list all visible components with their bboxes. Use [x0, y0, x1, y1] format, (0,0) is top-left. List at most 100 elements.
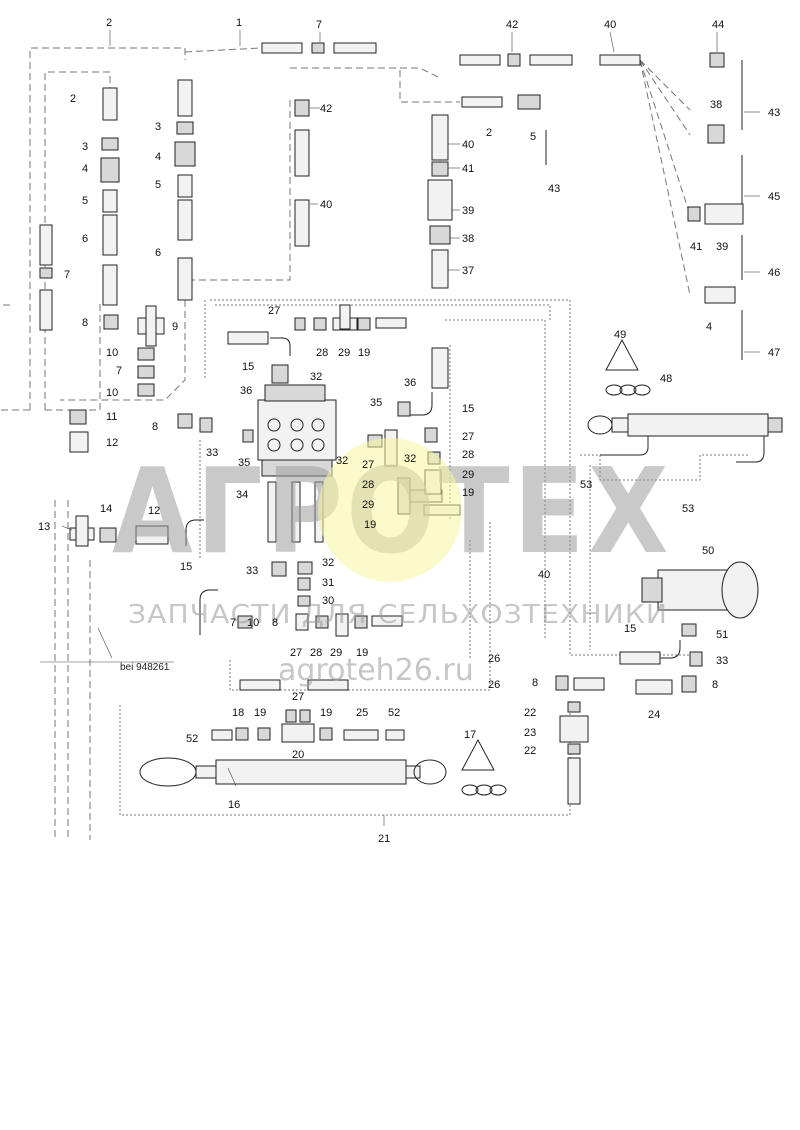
part-callouts: 1 2 2 2 3 3 4 4 4 5 5 5 6 6 7 7 7 7 8 8 …: [38, 17, 780, 845]
callout-51: 51: [716, 629, 728, 641]
callout-2: 2: [106, 17, 112, 29]
callout-27: 27: [290, 647, 302, 659]
callout-31: 31: [322, 577, 334, 589]
callout-39: 39: [462, 205, 474, 217]
callout-16: 16: [228, 799, 240, 811]
callout-15: 15: [624, 623, 636, 635]
callout-25: 25: [356, 707, 368, 719]
callout-7: 7: [64, 269, 70, 281]
callout-42: 42: [506, 19, 518, 31]
watermark-tagline: ЗАПЧАСТИ ДЛЯ СЕЛЬХОЗТЕХНИКИ: [128, 600, 668, 630]
callout-29: 29: [362, 499, 374, 511]
callout-35: 35: [238, 457, 250, 469]
callout-40: 40: [462, 139, 474, 151]
callout-40: 40: [320, 199, 332, 211]
callout-19: 19: [356, 647, 368, 659]
callout-22: 22: [524, 745, 536, 757]
callout-52: 52: [388, 707, 400, 719]
callout-8: 8: [272, 617, 278, 629]
callout-10: 10: [106, 347, 118, 359]
callout-19: 19: [320, 707, 332, 719]
callout-12: 12: [106, 437, 118, 449]
callout-13: 13: [38, 521, 50, 533]
callout-44: 44: [712, 19, 724, 31]
callout-2: 2: [486, 127, 492, 139]
callout-46: 46: [768, 267, 780, 279]
callout-8: 8: [82, 317, 88, 329]
reference-label: bei 948261: [120, 662, 170, 673]
callout-28: 28: [362, 479, 374, 491]
callout-36: 36: [240, 385, 252, 397]
callout-14: 14: [100, 503, 112, 515]
callout-43: 43: [768, 107, 780, 119]
callout-30: 30: [322, 595, 334, 607]
callout-28: 28: [310, 647, 322, 659]
reference-arrow: bei 948261: [40, 627, 174, 673]
callout-28: 28: [316, 347, 328, 359]
callout-4: 4: [706, 321, 712, 333]
callout-15: 15: [180, 561, 192, 573]
callout-50: 50: [702, 545, 714, 557]
callout-23: 23: [524, 727, 536, 739]
callout-53: 53: [682, 503, 694, 515]
callout-21: 21: [378, 833, 390, 845]
hydraulic-parts: [39, 42, 783, 805]
callout-34: 34: [236, 489, 248, 501]
callout-2: 2: [70, 93, 76, 105]
callout-10: 10: [106, 387, 118, 399]
callout-8: 8: [532, 677, 538, 689]
callout-6: 6: [82, 233, 88, 245]
callout-26: 26: [488, 653, 500, 665]
callout-7: 7: [316, 19, 322, 31]
callout-4: 4: [82, 163, 88, 175]
callout-39: 39: [716, 241, 728, 253]
callout-8: 8: [152, 421, 158, 433]
callout-32: 32: [310, 371, 322, 383]
callout-10: 10: [247, 617, 259, 629]
callout-40: 40: [538, 569, 550, 581]
callout-19: 19: [358, 347, 370, 359]
callout-27: 27: [292, 691, 304, 703]
callout-4: 4: [155, 151, 161, 163]
callout-22: 22: [524, 707, 536, 719]
callout-49: 49: [614, 329, 626, 341]
callout-19: 19: [254, 707, 266, 719]
callout-5: 5: [82, 195, 88, 207]
callout-3: 3: [155, 121, 161, 133]
watermark-url: agroteh26.ru: [278, 653, 474, 688]
callout-12: 12: [148, 505, 160, 517]
callout-15: 15: [462, 403, 474, 415]
callout-29: 29: [462, 469, 474, 481]
callout-20: 20: [292, 749, 304, 761]
callout-19: 19: [364, 519, 376, 531]
gear-logo-icon: [318, 438, 462, 582]
callout-38: 38: [462, 233, 474, 245]
callout-27: 27: [268, 305, 280, 317]
callout-29: 29: [330, 647, 342, 659]
callout-32: 32: [336, 455, 348, 467]
callout-32: 32: [404, 453, 416, 465]
callout-24: 24: [648, 709, 660, 721]
callout-3: 3: [82, 141, 88, 153]
callout-36: 36: [404, 377, 416, 389]
callout-1: 1: [236, 17, 242, 29]
callout-38: 38: [710, 99, 722, 111]
callout-5: 5: [530, 131, 536, 143]
callout-28: 28: [462, 449, 474, 461]
callout-37: 37: [462, 265, 474, 277]
callout-33: 33: [206, 447, 218, 459]
callout-6: 6: [155, 247, 161, 259]
callout-45: 45: [768, 191, 780, 203]
callout-5: 5: [155, 179, 161, 191]
callout-47: 47: [768, 347, 780, 359]
callout-26: 26: [488, 679, 500, 691]
watermark: АГРОТЕХ ЗАПЧАСТИ ДЛЯ СЕЛЬХОЗТЕХНИКИ agro…: [112, 438, 668, 688]
callout-18: 18: [232, 707, 244, 719]
callout-19: 19: [462, 487, 474, 499]
callout-52: 52: [186, 733, 198, 745]
callout-17: 17: [464, 729, 476, 741]
callout-42: 42: [320, 103, 332, 115]
callout-33: 33: [716, 655, 728, 667]
callout-32: 32: [322, 557, 334, 569]
